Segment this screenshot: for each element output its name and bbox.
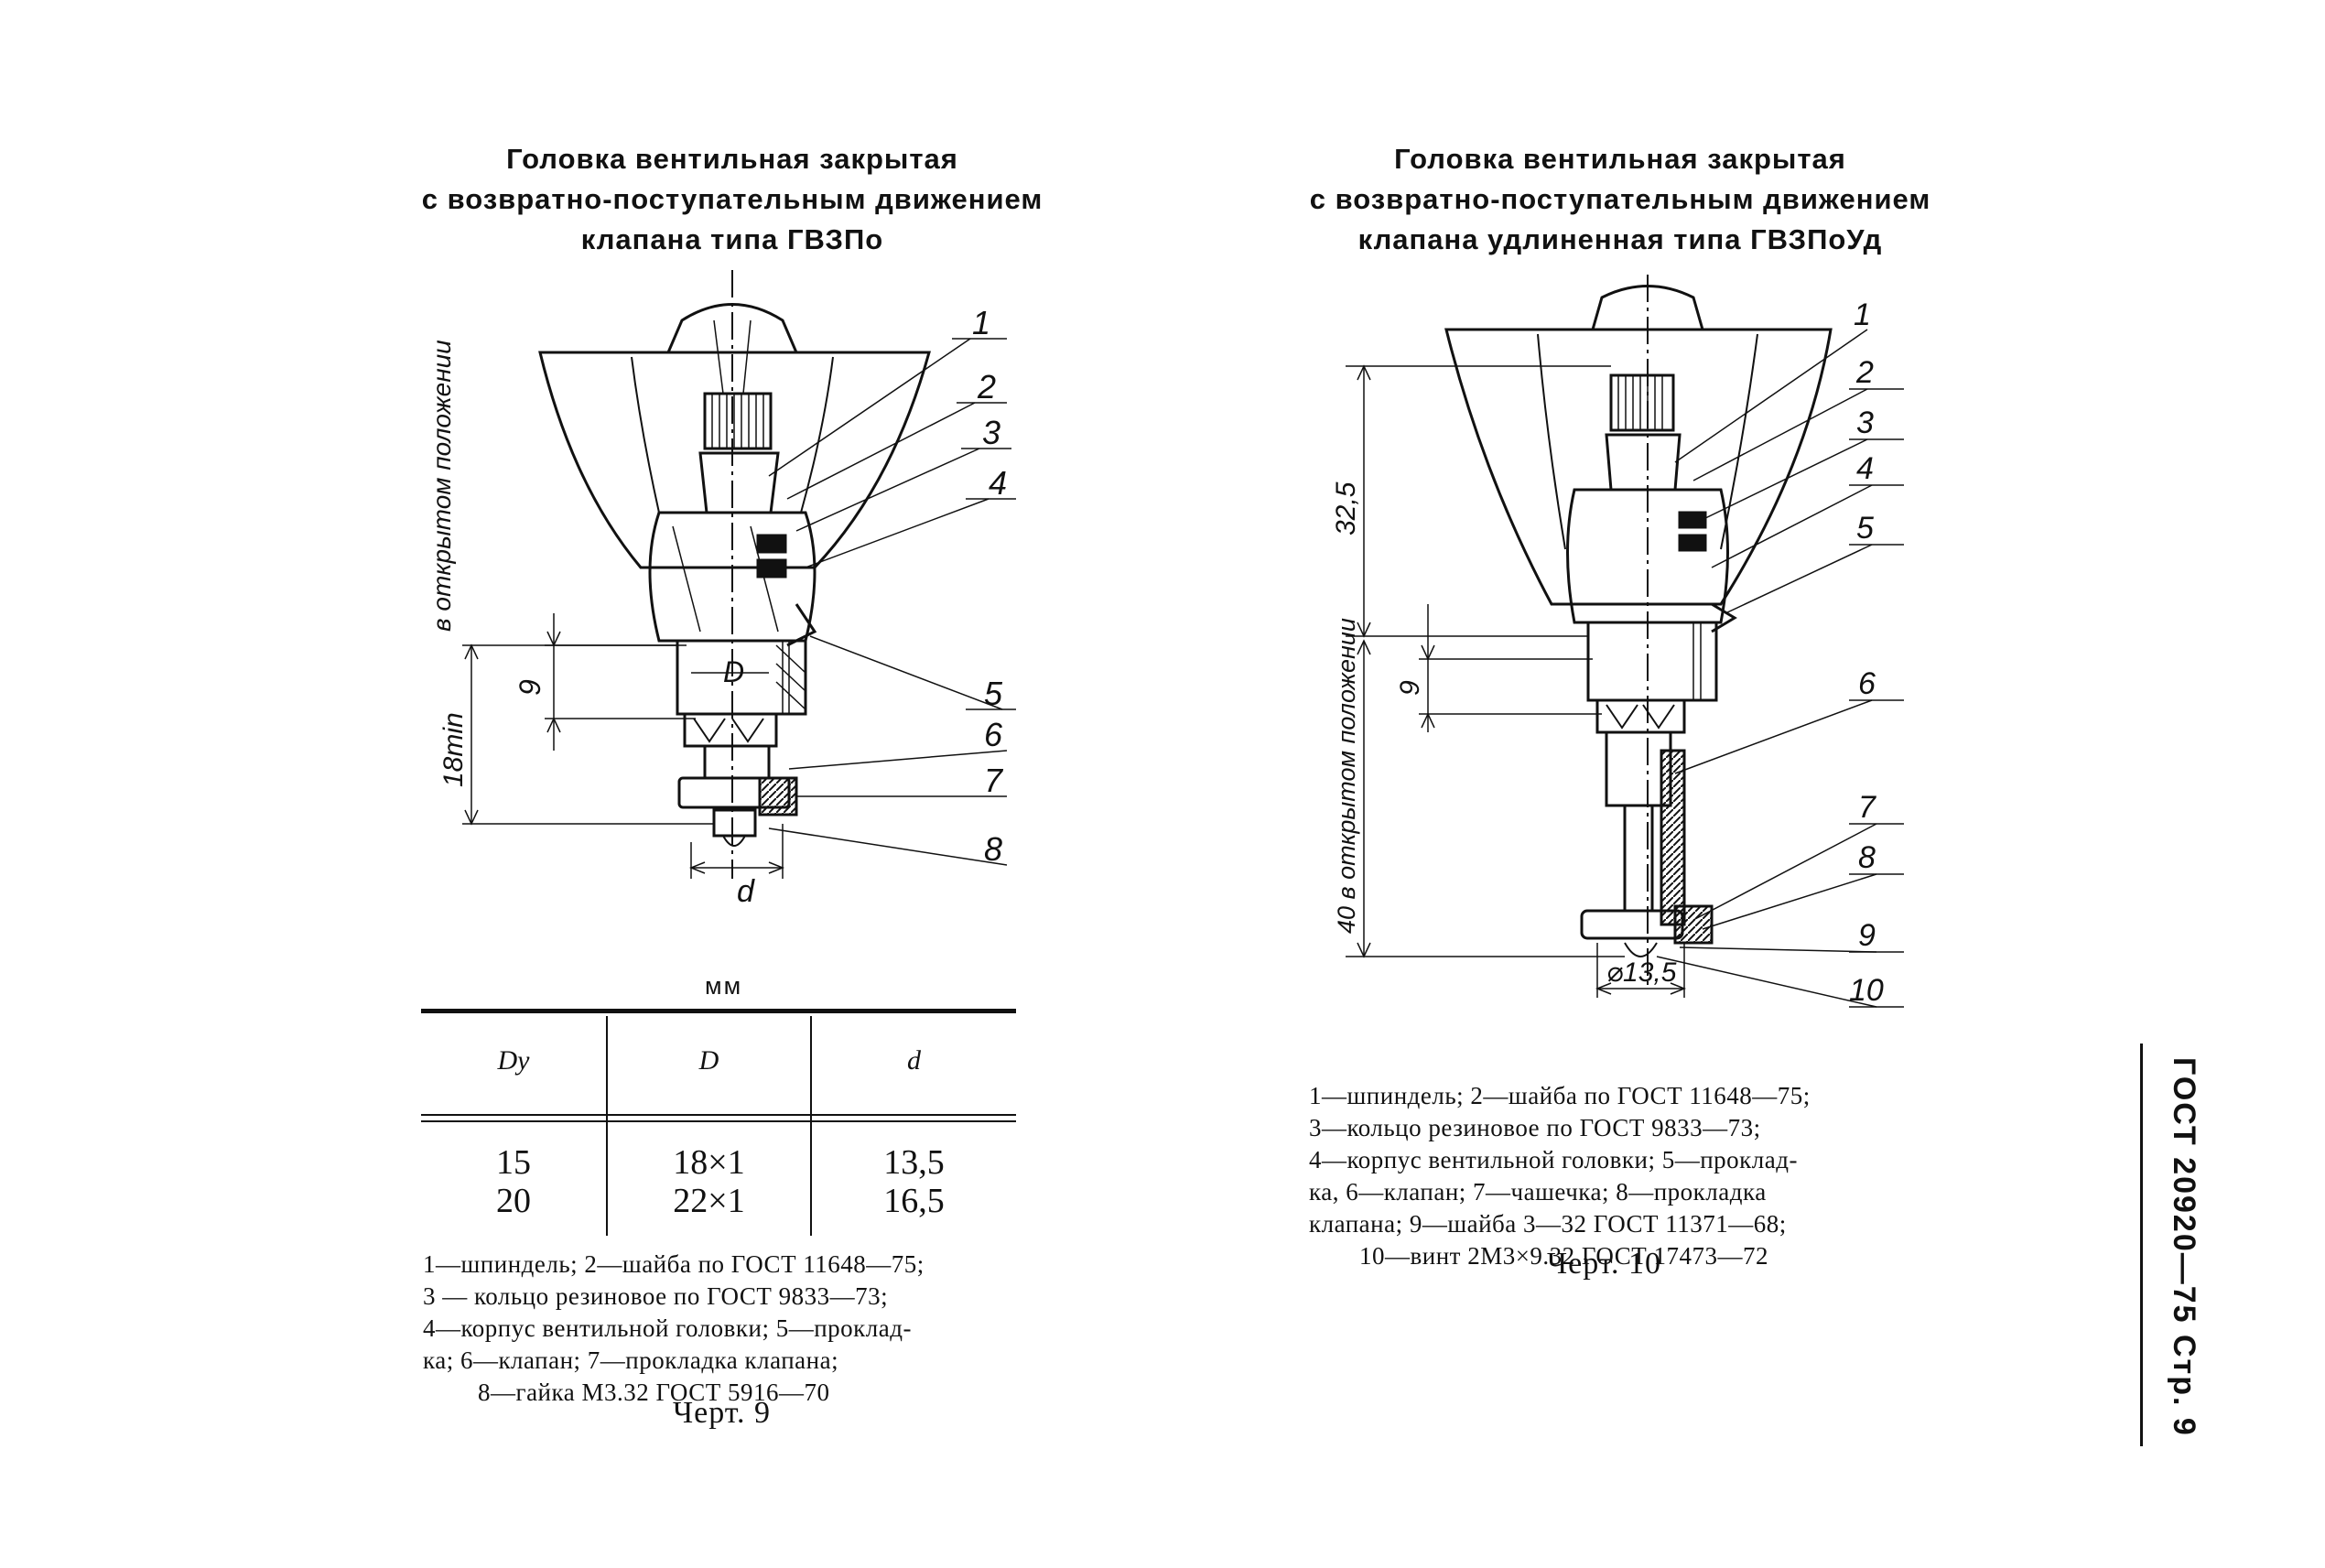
valve-head-drawing-9: 1 2 3 4 5 6 7 8 D d 9 18min в открытом п… bbox=[427, 270, 1016, 909]
dim-open-position: в открытом положении bbox=[427, 340, 456, 632]
callout-8: 8 bbox=[1858, 840, 1876, 875]
dim-d: d bbox=[737, 874, 755, 909]
dim-open-position: 40 в открытом положении bbox=[1333, 618, 1360, 934]
callout-1: 1 bbox=[972, 304, 990, 341]
dim-min: 18min bbox=[438, 712, 469, 787]
callout-5: 5 bbox=[984, 675, 1003, 712]
callout-10: 10 bbox=[1849, 973, 1884, 1008]
dim-stroke: 9 bbox=[1395, 680, 1425, 696]
callout-4: 4 bbox=[989, 464, 1007, 502]
side-header-rule bbox=[2140, 1044, 2143, 1446]
right-title: Головка вентильная закрытая с возвратно-… bbox=[1309, 143, 1931, 255]
callout-5: 5 bbox=[1856, 511, 1874, 546]
callout-3: 3 bbox=[1856, 406, 1874, 440]
table-cell: 22×1 bbox=[673, 1182, 745, 1220]
table-header-rule-2 bbox=[421, 1120, 1016, 1122]
table-header-rule bbox=[421, 1114, 1016, 1116]
table-col-divider bbox=[606, 1016, 608, 1236]
valve-head-drawing-10: 1 2 3 4 5 6 7 8 9 10 ⌀13,5 32,5 9 40 в о… bbox=[1331, 275, 1904, 1008]
table-header-D: D bbox=[698, 1045, 719, 1076]
callout-1: 1 bbox=[1854, 297, 1871, 332]
callout-3: 3 bbox=[982, 414, 1000, 451]
callout-6: 6 bbox=[1858, 666, 1876, 701]
table-header-d: d bbox=[907, 1045, 921, 1076]
table-units: мм bbox=[705, 972, 743, 1000]
callout-2: 2 bbox=[977, 368, 996, 406]
callout-2: 2 bbox=[1855, 355, 1874, 390]
callout-6: 6 bbox=[984, 716, 1003, 753]
table-col-divider bbox=[810, 1016, 812, 1236]
table-cell: 15 bbox=[496, 1143, 531, 1182]
dim-top: 32,5 bbox=[1331, 481, 1361, 535]
callout-4: 4 bbox=[1856, 451, 1874, 486]
caption-10: Черт. 10 bbox=[1547, 1247, 1662, 1281]
table-cell: 18×1 bbox=[673, 1143, 745, 1182]
table-cell: 16,5 bbox=[883, 1182, 945, 1220]
legend-9: 1—шпиндель; 2—шайба по ГОСТ 11648—75; 3 … bbox=[423, 1250, 925, 1406]
dim-diameter: ⌀13,5 bbox=[1606, 957, 1677, 988]
dim-stroke: 9 bbox=[514, 679, 546, 696]
caption-9: Черт. 9 bbox=[673, 1396, 772, 1430]
page-side-header: ГОСТ 20920—75 Стр. 9 bbox=[2167, 1057, 2201, 1437]
callout-7: 7 bbox=[1858, 790, 1876, 825]
legend-10: 1—шпиндель; 2—шайба по ГОСТ 11648—75; 3—… bbox=[1309, 1082, 1811, 1270]
callout-9: 9 bbox=[1858, 918, 1876, 953]
dim-D: D bbox=[723, 655, 744, 688]
table-top-rule bbox=[421, 1009, 1016, 1013]
table-cell: 20 bbox=[496, 1182, 531, 1220]
table-header-Dy: Dу bbox=[497, 1045, 530, 1076]
table-cell: 13,5 bbox=[883, 1143, 945, 1182]
callout-8: 8 bbox=[984, 830, 1002, 868]
left-title: Головка вентильная закрытая с возвратно-… bbox=[421, 143, 1044, 255]
callout-7: 7 bbox=[984, 762, 1004, 799]
